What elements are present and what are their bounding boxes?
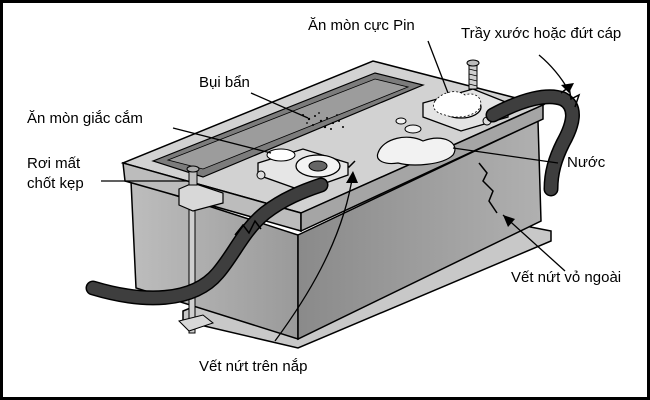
label-loose-clamp-line2: chốt kẹp <box>27 175 84 193</box>
label-pin-corrosion: Ăn mòn cực Pin <box>308 17 415 35</box>
label-lid-crack: Vết nứt trên nắp <box>199 358 307 376</box>
water-drop <box>396 118 406 124</box>
label-water: Nước <box>567 154 605 172</box>
label-case-crack: Vết nứt vỏ ngoài <box>511 269 621 287</box>
water-drop <box>405 125 421 133</box>
label-socket-corrosion: Ăn mòn giắc cắm <box>27 110 143 128</box>
battery-illustration <box>3 3 647 397</box>
label-dirt: Bụi bẩn <box>199 74 250 92</box>
label-cable-damage: Trầy xước hoặc đứt cáp <box>461 25 621 43</box>
diagram-canvas: Ăn mòn cực Pin Trầy xước hoặc đứt cáp Bụ… <box>3 3 647 397</box>
label-loose-clamp-line1: Rơi mất <box>27 155 80 173</box>
water-puddle <box>377 137 454 165</box>
